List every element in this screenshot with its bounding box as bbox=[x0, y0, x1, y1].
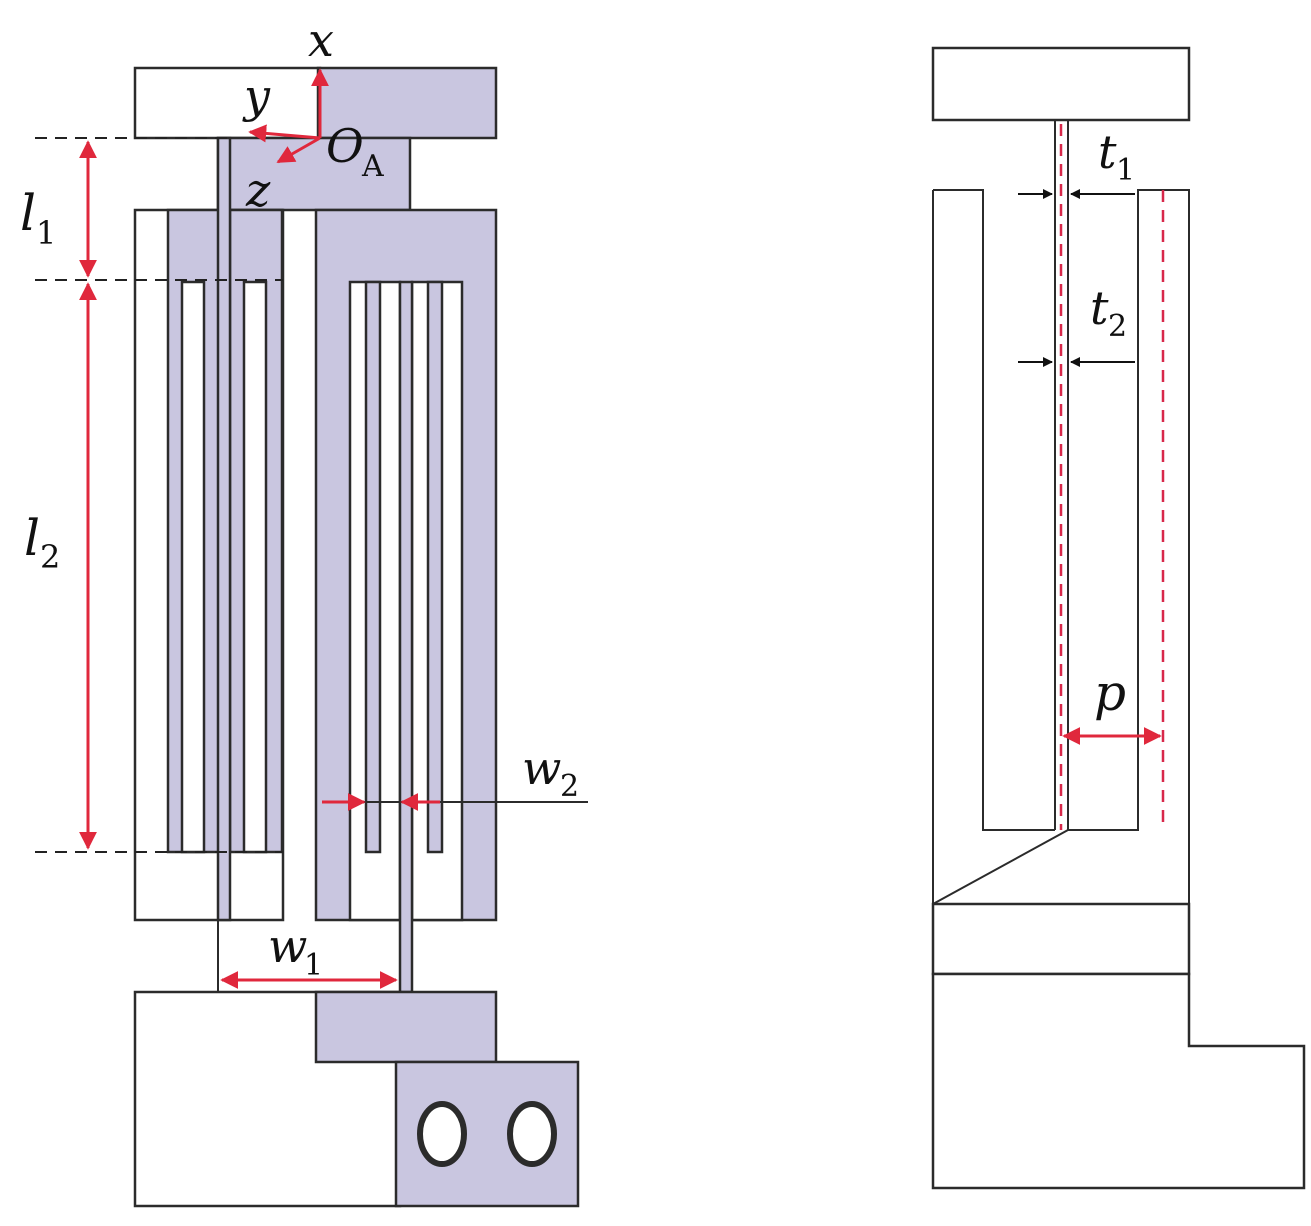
stem bbox=[216, 136, 232, 922]
right-center-beam bbox=[398, 280, 414, 994]
l1-subscript: 1 bbox=[36, 214, 56, 252]
l1-label: l bbox=[20, 184, 36, 242]
moving-neck bbox=[216, 136, 412, 212]
t2-label: t bbox=[1090, 281, 1109, 335]
x-axis-label: x bbox=[308, 13, 334, 67]
right-figure: t 1 t 2 p bbox=[931, 46, 1306, 1190]
y-axis-label: y bbox=[242, 69, 271, 123]
w1-label: w bbox=[268, 919, 307, 973]
left-beam-gap-1 bbox=[180, 280, 206, 854]
base-moving-block bbox=[314, 990, 498, 1064]
origin-subscript: A bbox=[361, 149, 384, 184]
right-inner-beam bbox=[364, 280, 382, 854]
p-label: p bbox=[1094, 664, 1126, 722]
mount-hole-2 bbox=[507, 1101, 557, 1167]
t1-label: t bbox=[1098, 125, 1117, 179]
top-moving-bar bbox=[316, 66, 498, 140]
w2-label: w bbox=[522, 741, 561, 795]
top-frame-left bbox=[133, 66, 322, 140]
mount-hole-1 bbox=[417, 1101, 467, 1167]
t2-subscript: 2 bbox=[1108, 309, 1127, 344]
y-axis-arrow bbox=[248, 124, 321, 143]
w1-subscript: 1 bbox=[304, 948, 323, 983]
z-axis-arrow bbox=[276, 136, 321, 164]
left-figure: x y z O A l 1 l 2 w 1 w 2 bbox=[20, 13, 588, 1208]
origin-label: O bbox=[326, 119, 364, 173]
l2-subscript: 2 bbox=[40, 538, 60, 576]
right-base-block bbox=[931, 972, 1306, 1190]
t1-subscript: 1 bbox=[1116, 153, 1135, 188]
z-axis-label: z bbox=[245, 163, 271, 217]
right-middle-block bbox=[931, 902, 1191, 976]
l2-label: l bbox=[24, 509, 40, 567]
w2-subscript: 2 bbox=[560, 769, 579, 804]
left-beam-gap-2 bbox=[242, 280, 268, 854]
right-top-bar bbox=[931, 46, 1191, 122]
right-inner-beam-2 bbox=[426, 280, 444, 854]
